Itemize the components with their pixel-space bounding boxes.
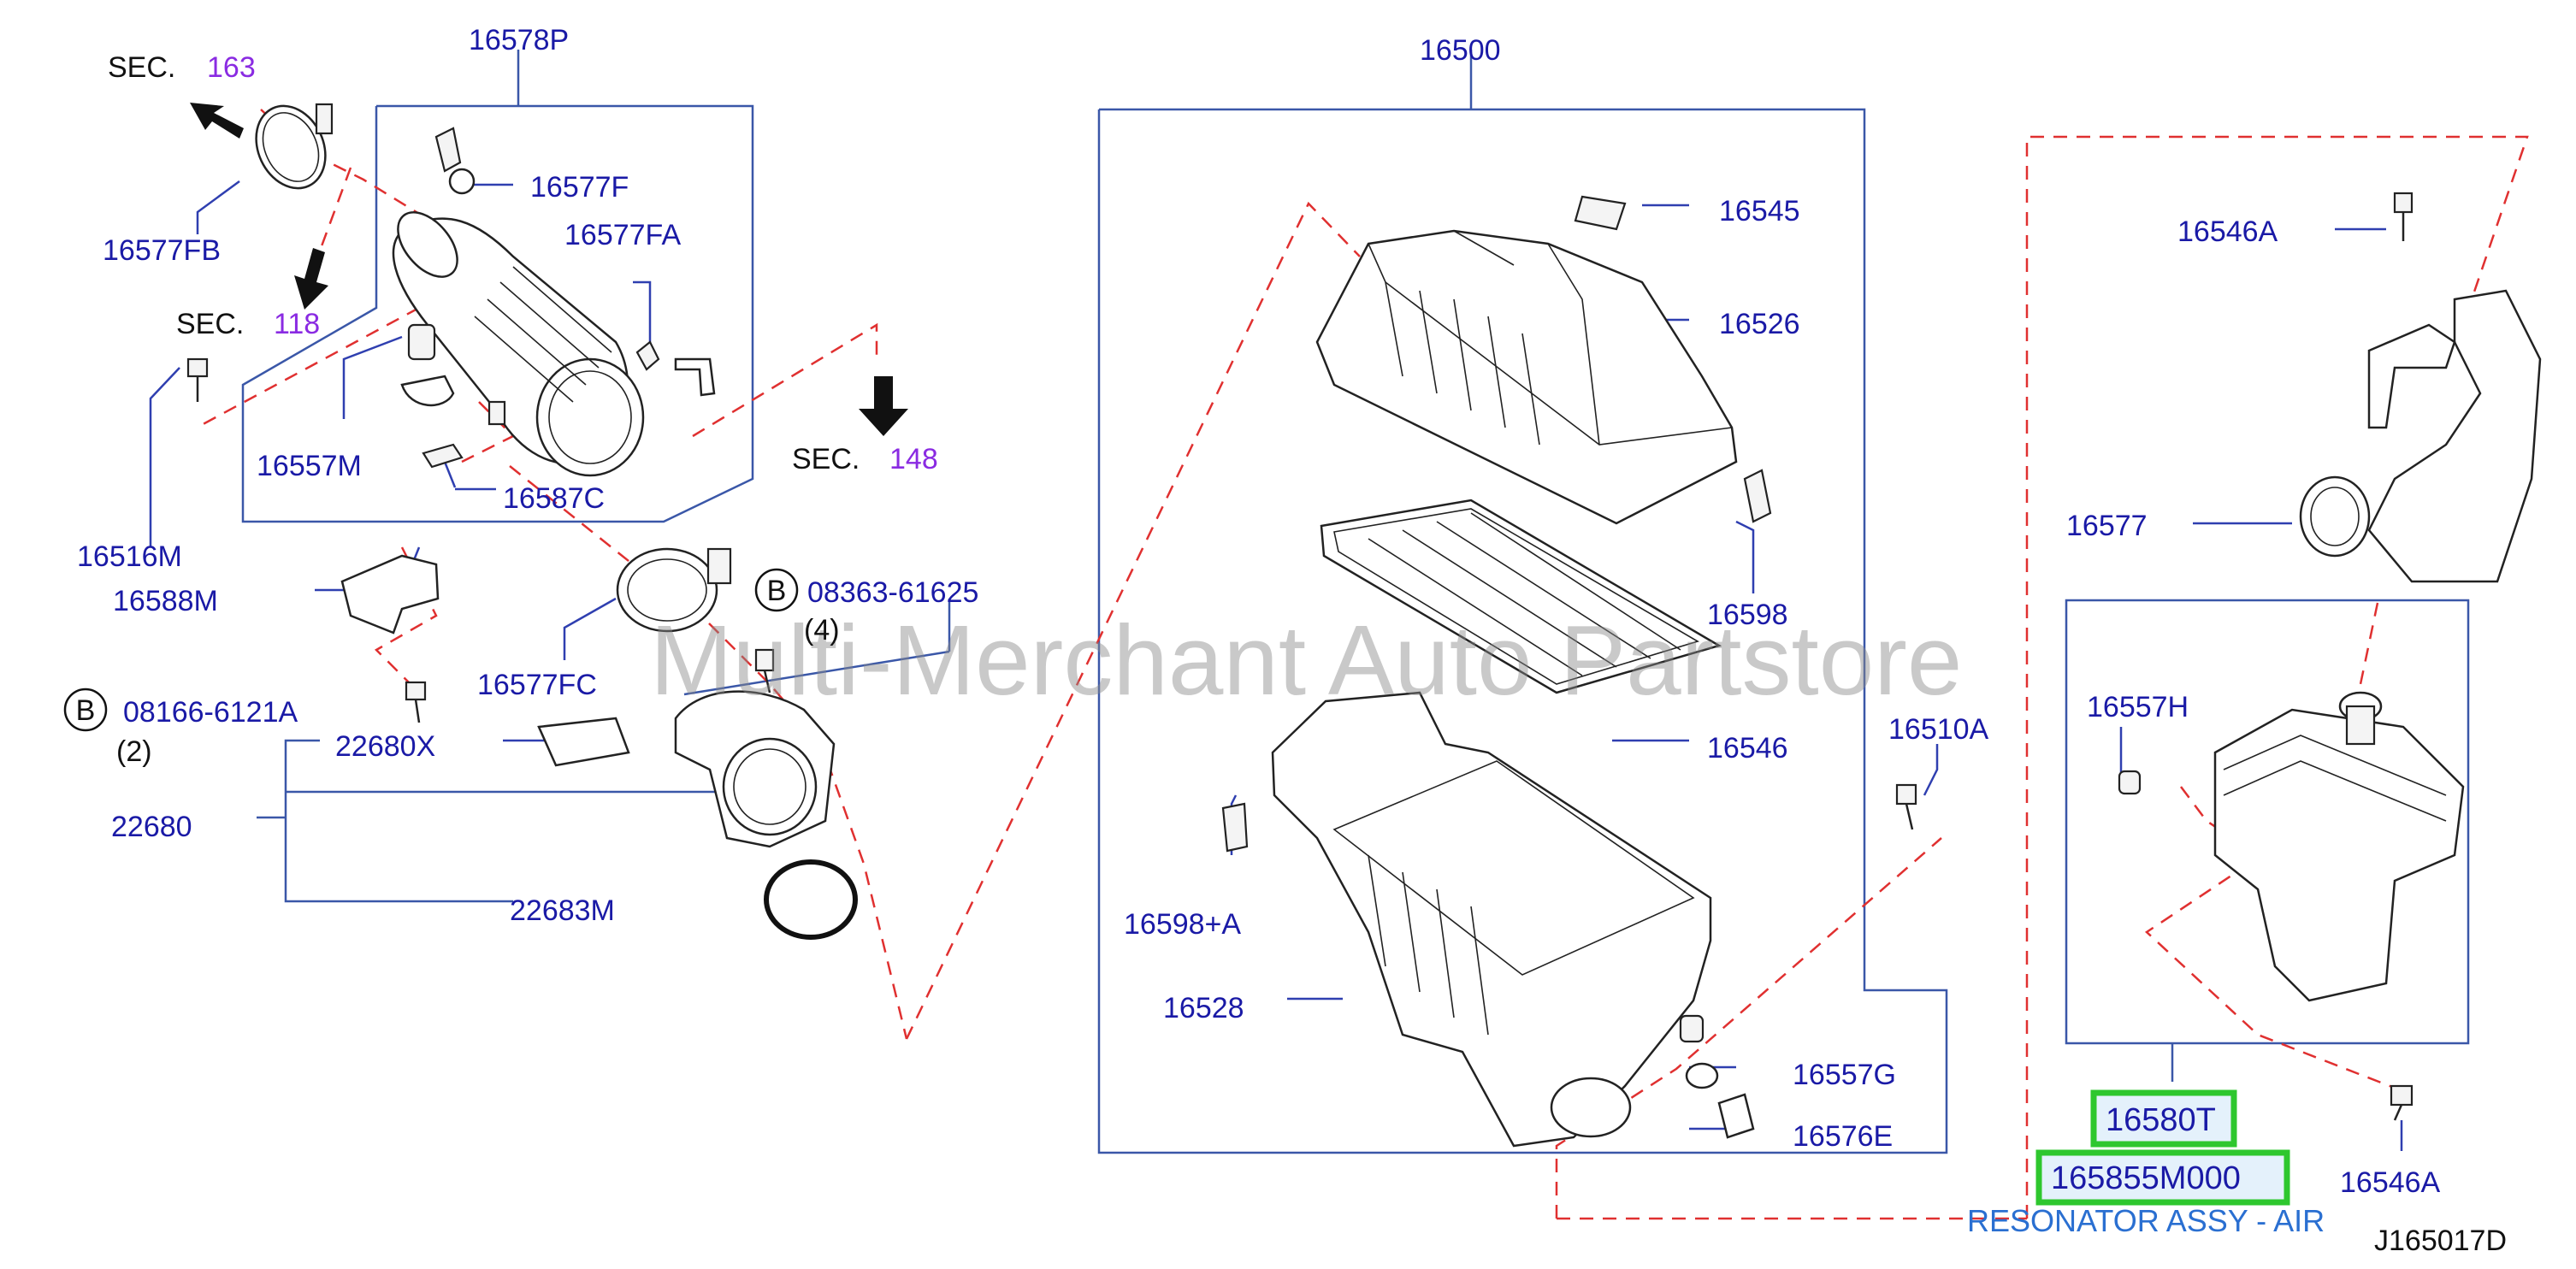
arrow-down-icon bbox=[294, 248, 328, 310]
label-08166-qty: (2) bbox=[116, 735, 152, 768]
highlight-description: RESONATOR ASSY - AIR bbox=[1967, 1203, 2325, 1238]
label-16546: 16546 bbox=[1707, 732, 1788, 764]
label-16587C: 16587C bbox=[503, 482, 605, 515]
section-148: 148 bbox=[889, 443, 938, 475]
air-cleaner-parts bbox=[1221, 195, 1917, 1148]
label-16528: 16528 bbox=[1163, 992, 1244, 1024]
label-16577: 16577 bbox=[2066, 510, 2148, 542]
label-16526: 16526 bbox=[1719, 308, 1800, 340]
label-16577F: 16577F bbox=[530, 171, 629, 204]
section-arrows bbox=[190, 103, 908, 436]
bolt-marks: B B bbox=[63, 568, 799, 732]
label-22680X: 22680X bbox=[335, 730, 435, 763]
label-22680: 22680 bbox=[111, 811, 192, 843]
part-labels: 16578P 16500 16577F 16577FA 16577FB 1655… bbox=[77, 24, 2441, 1199]
watermark: Multi-Merchant Auto Partstore bbox=[650, 605, 1962, 716]
section-word: SEC. bbox=[108, 51, 175, 84]
label-16557M: 16557M bbox=[257, 450, 362, 482]
label-16577FB: 16577FB bbox=[103, 234, 221, 267]
section-word: SEC. bbox=[176, 308, 244, 340]
section-163: 163 bbox=[207, 51, 256, 84]
highlight-16580T[interactable]: 16580T bbox=[2090, 1089, 2237, 1148]
label-08363-61625: 08363-61625 bbox=[807, 576, 978, 609]
label-16546A-bottom: 16546A bbox=[2340, 1166, 2441, 1199]
diagram-code: J165017D bbox=[2374, 1225, 2507, 1257]
label-16598-A: 16598+A bbox=[1124, 908, 1241, 941]
label-16577FA: 16577FA bbox=[564, 219, 681, 251]
bolt-mark: B bbox=[76, 694, 96, 727]
label-16546A-top: 16546A bbox=[2177, 215, 2278, 248]
label-08166-6121A: 08166-6121A bbox=[123, 696, 298, 729]
arrow-down-icon bbox=[859, 376, 908, 436]
label-16510A: 16510A bbox=[1888, 713, 1989, 746]
label-16557H: 16557H bbox=[2087, 691, 2189, 723]
section-labels: SEC. 163 SEC. 118 SEC. 148 bbox=[108, 51, 938, 475]
frame-lines bbox=[241, 50, 2470, 1154]
label-08363-qty: (4) bbox=[804, 614, 840, 646]
label-16545: 16545 bbox=[1719, 195, 1800, 227]
label-16588M: 16588M bbox=[113, 585, 218, 617]
left-intake-parts bbox=[186, 103, 858, 940]
section-118: 118 bbox=[274, 308, 320, 340]
highlight-165855M000[interactable]: 165855M000 bbox=[2035, 1149, 2290, 1206]
label-16500: 16500 bbox=[1420, 34, 1501, 67]
label-16577FC: 16577FC bbox=[477, 669, 597, 701]
label-22683M: 22683M bbox=[510, 894, 615, 927]
highlight-part-number[interactable]: 165855M000 bbox=[2051, 1160, 2241, 1196]
label-16580T[interactable]: 16580T bbox=[2106, 1102, 2216, 1138]
label-16516M: 16516M bbox=[77, 540, 182, 573]
resonator-parts bbox=[2118, 192, 2542, 1121]
bolt-mark: B bbox=[767, 575, 787, 607]
label-16578P: 16578P bbox=[469, 24, 569, 56]
label-16598: 16598 bbox=[1707, 599, 1788, 631]
label-16557G: 16557G bbox=[1793, 1059, 1896, 1091]
arrow-left-icon bbox=[190, 103, 244, 139]
label-16576E: 16576E bbox=[1793, 1120, 1893, 1153]
section-word: SEC. bbox=[792, 443, 860, 475]
